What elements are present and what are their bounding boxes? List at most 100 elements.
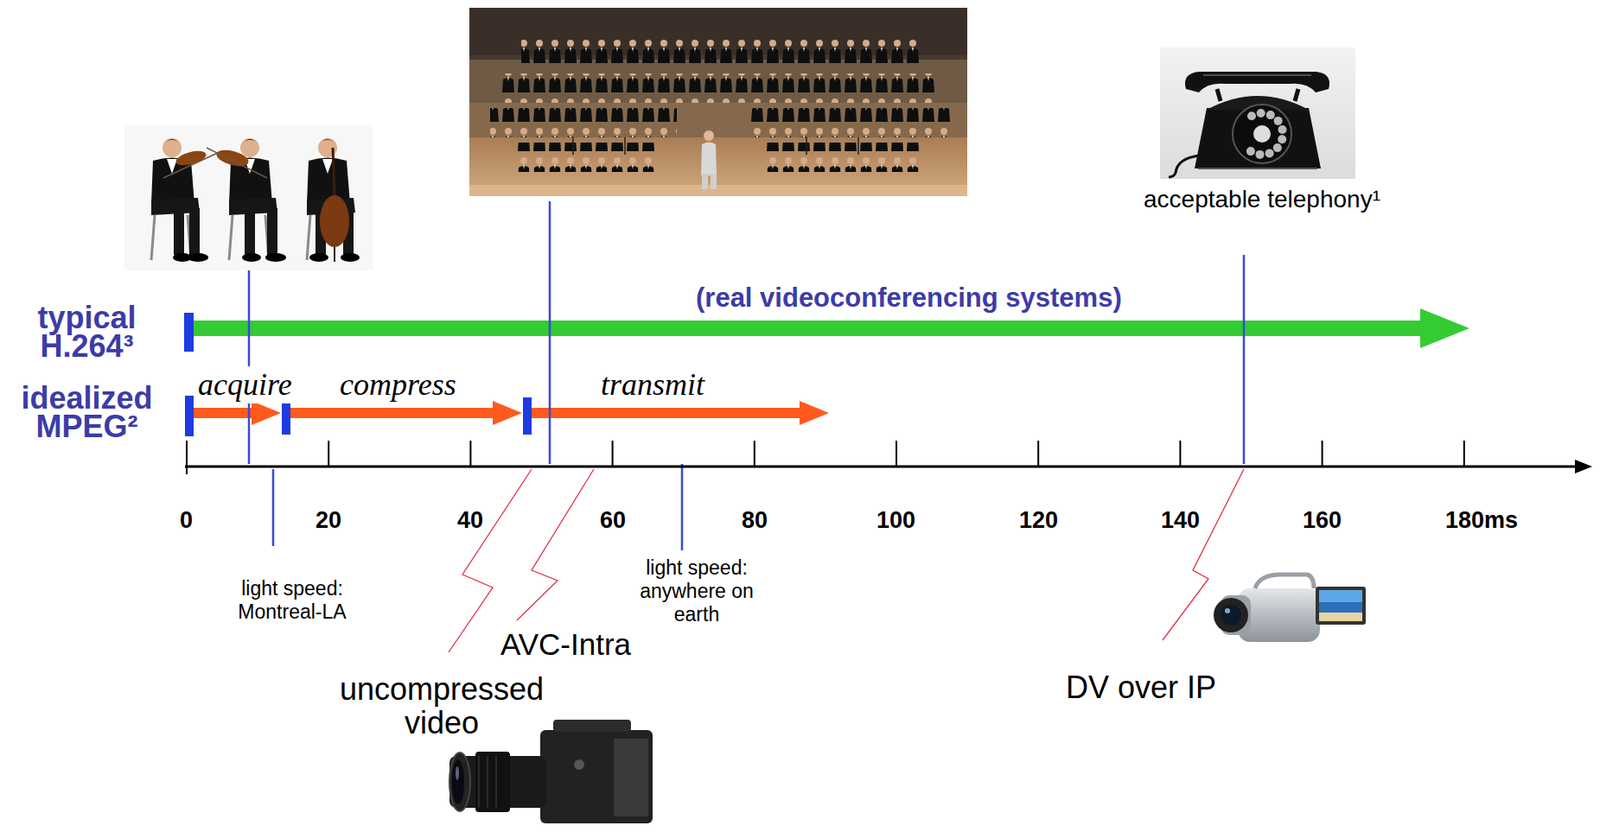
telephone-icon xyxy=(1232,104,1292,164)
telephone-icon xyxy=(1160,47,1356,179)
trio-photo xyxy=(162,139,182,147)
tick-mark xyxy=(186,440,1465,475)
telephone-icon xyxy=(1278,125,1288,134)
orchestra-photo xyxy=(764,142,921,173)
trio-photo xyxy=(173,210,185,255)
broadcast-camera xyxy=(553,720,632,733)
trio-photo xyxy=(162,138,182,158)
broadcast-camera xyxy=(573,759,585,771)
telephone-icon xyxy=(1168,155,1200,178)
telephone-icon xyxy=(1265,148,1275,158)
phase-arrow xyxy=(492,401,523,426)
tick-mark xyxy=(1179,440,1181,467)
broadcast-camera xyxy=(449,752,471,812)
trio-photo xyxy=(172,253,192,262)
trio-photo xyxy=(151,215,155,261)
time-axis xyxy=(1574,459,1593,474)
telephone-icon xyxy=(1247,111,1256,121)
telephone-icon xyxy=(1274,116,1283,126)
trio-photo xyxy=(332,147,335,196)
broadcast-camera xyxy=(452,759,465,805)
trio-photo xyxy=(309,253,329,262)
orchestra-photo xyxy=(469,102,968,138)
reference-caption: acceptable telephony¹ xyxy=(1143,184,1381,215)
telephone-icon xyxy=(1266,110,1275,120)
trio-photo xyxy=(166,159,178,174)
broadcast-camera xyxy=(487,756,489,809)
break-line xyxy=(448,469,1244,653)
orchestra-photo xyxy=(469,7,968,197)
orchestra-photo xyxy=(805,137,808,155)
tick-mark xyxy=(185,440,188,475)
orchestra-photo xyxy=(516,142,657,173)
tick-mark xyxy=(469,440,472,467)
broadcast-camera xyxy=(613,739,649,817)
telephone-icon xyxy=(1256,108,1266,118)
camcorder-icon xyxy=(1255,574,1314,589)
broadcast-camera xyxy=(496,756,498,809)
tick-mark xyxy=(327,440,330,467)
tick-mark xyxy=(895,440,898,467)
format-label: uncompressed video xyxy=(329,672,555,740)
trio-photo xyxy=(229,215,233,261)
phase-arrow xyxy=(251,401,281,426)
reference-line xyxy=(248,201,1244,551)
tick-label: 120 xyxy=(1019,506,1059,535)
telephone-icon xyxy=(1277,134,1287,144)
tick-label: 60 xyxy=(599,506,626,535)
orchestra-photo xyxy=(490,108,677,138)
start-marker xyxy=(522,397,532,435)
camcorder-icon xyxy=(1319,590,1363,603)
trio-photo xyxy=(244,210,255,255)
tick-mark xyxy=(753,440,756,467)
phase-label: compress xyxy=(339,366,457,404)
phase-label: acquire xyxy=(194,366,296,404)
telephone-icon xyxy=(1198,167,1318,170)
trio-photo xyxy=(124,125,373,271)
tick-mark xyxy=(611,440,614,467)
tick-label: 140 xyxy=(1160,506,1200,535)
phase-arrow xyxy=(290,407,494,419)
orchestra-photo xyxy=(469,137,968,197)
broadcast-camera xyxy=(475,752,510,813)
orchestra-photo xyxy=(710,173,717,190)
trio-photo xyxy=(322,159,333,174)
row-label: typical H.264³ xyxy=(11,303,163,361)
row-label: idealized MPEG² xyxy=(11,383,163,441)
trio-photo xyxy=(189,208,200,256)
trio-photo xyxy=(163,152,220,179)
typical-latency-arrow xyxy=(193,308,1470,349)
time-axis xyxy=(184,465,1579,469)
trio-photo xyxy=(306,158,351,205)
break-line xyxy=(516,469,594,621)
camcorder-icon xyxy=(1315,586,1366,625)
reference-line xyxy=(681,464,684,551)
phase-arrow xyxy=(193,407,253,419)
time-axis xyxy=(184,459,1593,474)
tick-label: 100 xyxy=(876,506,916,535)
trio-photo xyxy=(240,138,260,158)
break-line xyxy=(1162,469,1244,641)
reference-line xyxy=(1243,254,1246,465)
orchestra-photo xyxy=(500,73,937,103)
orchestra-photo xyxy=(572,137,574,155)
reference-line xyxy=(272,469,275,547)
broadcast-camera xyxy=(478,756,480,809)
phase-arrow xyxy=(531,407,801,419)
reference-line xyxy=(548,201,552,465)
trio-photo xyxy=(124,125,373,271)
trio-photo xyxy=(151,138,220,262)
start-marker xyxy=(184,395,194,437)
typical-latency-arrow xyxy=(1420,308,1470,349)
tick-label: 40 xyxy=(457,506,484,535)
camcorder-icon xyxy=(1220,605,1242,626)
telephone-icon xyxy=(1246,146,1256,156)
orchestra-photo xyxy=(521,38,919,69)
tick-mark xyxy=(1463,440,1466,467)
trio-photo xyxy=(267,208,278,256)
reference-caption: light speed: Montreal-LA xyxy=(231,577,353,625)
tick-label: 160 xyxy=(1302,506,1342,535)
bar-label: (real videoconferencing systems) xyxy=(695,281,1122,314)
